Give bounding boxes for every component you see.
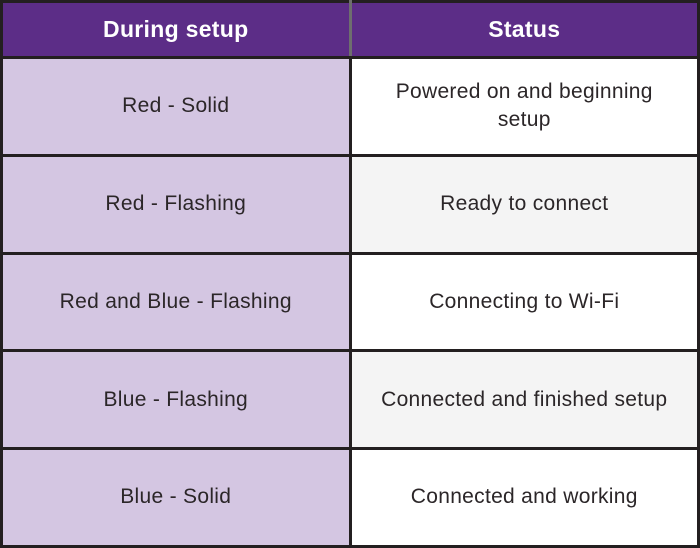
setup-cell: Red - Flashing: [0, 153, 352, 255]
setup-label: Red - Flashing: [105, 192, 247, 216]
setup-cell: Blue - Solid: [0, 447, 352, 548]
status-cell: Ready to connect: [348, 153, 700, 255]
status-label: Connected and working: [410, 485, 638, 509]
status-cell: Powered on and beginning setup: [348, 56, 700, 157]
setup-label: Red - Solid: [122, 94, 230, 118]
table-header: During setup Status: [0, 0, 700, 59]
status-label: Connecting to Wi-Fi: [429, 289, 620, 313]
setup-label: Blue - Flashing: [103, 387, 249, 411]
setup-label: Blue - Solid: [120, 485, 232, 509]
setup-cell: Blue - Flashing: [0, 349, 352, 451]
status-cell: Connected and working: [348, 447, 700, 548]
setup-cell: Red - Solid: [0, 56, 352, 157]
setup-label: Red and Blue - Flashing: [59, 289, 292, 313]
status-label: Ready to connect: [440, 192, 609, 216]
status-cell: Connecting to Wi-Fi: [348, 251, 700, 353]
table-row: Blue - Solid Connected and working: [0, 447, 700, 548]
status-label: Connected and finished setup: [381, 387, 668, 411]
table-body: Red - Solid Powered on and beginning set…: [0, 56, 700, 548]
status-cell: Connected and finished setup: [348, 349, 700, 451]
table-row: Blue - Flashing Connected and finished s…: [0, 349, 700, 451]
header-row: During setup Status: [0, 0, 700, 59]
column-header-during-setup: During setup: [0, 0, 352, 59]
column-header-status: Status: [348, 0, 700, 59]
table-row: Red - Flashing Ready to connect: [0, 153, 700, 255]
table-row: Red - Solid Powered on and beginning set…: [0, 56, 700, 157]
setup-cell: Red and Blue - Flashing: [0, 251, 352, 353]
table-row: Red and Blue - Flashing Connecting to Wi…: [0, 251, 700, 353]
status-label: Powered on and beginning setup: [395, 80, 653, 132]
